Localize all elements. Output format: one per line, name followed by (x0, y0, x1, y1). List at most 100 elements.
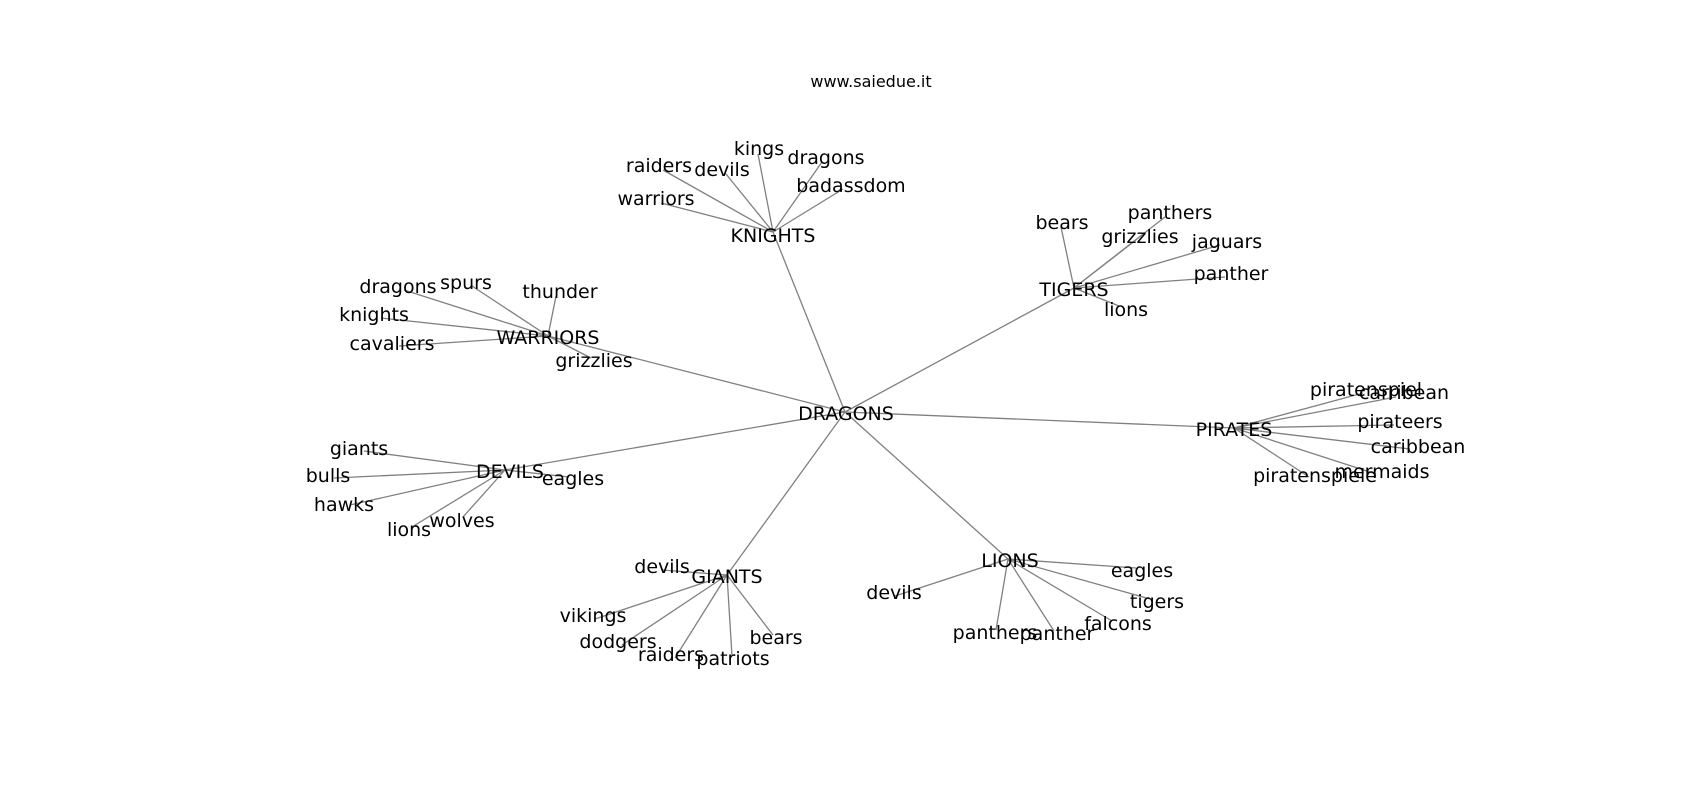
leaf-node-label: vikings (560, 605, 627, 627)
edge-giants-raiders (674, 574, 728, 659)
group-node-label: WARRIORS (497, 327, 600, 349)
root-node-label: DRAGONS (798, 403, 894, 425)
edge-lions-falcons (1007, 558, 1113, 622)
leaf-node-label: bears (1035, 212, 1088, 234)
leaf-node-label: jaguars (1191, 231, 1262, 253)
leaf-node-label: tigers (1130, 591, 1184, 613)
edge-knights-warriors (660, 202, 774, 233)
leaf-node-label: grizzlies (1101, 226, 1178, 248)
edge-layer (333, 153, 1411, 659)
leaf-node-label: badassdom (796, 175, 905, 197)
edge-tigers-jaguars (1073, 244, 1221, 289)
leaf-node-label: bulls (306, 465, 351, 487)
edge-giants-dodgers (621, 574, 728, 646)
leaf-node-label: eagles (542, 468, 604, 490)
edge-giants-bears (726, 574, 774, 636)
leaf-node-label: knights (339, 304, 409, 326)
group-node-label: GIANTS (691, 566, 762, 588)
edge-pirates-piratenspiel (1233, 392, 1364, 429)
leaf-node-label: thunder (522, 281, 597, 303)
edge-pirates-pirateers (1233, 424, 1395, 429)
edge-devils-bulls (333, 469, 506, 479)
group-node-label: DEVILS (476, 461, 544, 483)
edge-warriors-dragons (403, 289, 549, 337)
edge-root-pirates (844, 411, 1235, 429)
group-node-label: TIGERS (1038, 279, 1108, 301)
leaf-node-label: spurs (440, 272, 492, 294)
leaf-node-label: hawks (314, 494, 374, 516)
edge-tigers-grizzlies (1073, 239, 1137, 289)
leaf-node-label: eagles (1111, 560, 1173, 582)
leaf-node-label: bears (749, 627, 802, 649)
site-title: www.saiedue.it (810, 72, 932, 91)
leaf-node-label: dodgers (579, 631, 656, 653)
leaf-node-label: wolves (429, 510, 494, 532)
leaf-node-label: panthers (1128, 202, 1213, 224)
group-node-label: KNIGHTS (731, 225, 816, 247)
leaf-node-label: grizzlies (555, 350, 632, 372)
edge-giants-devils (661, 569, 728, 576)
edge-warriors-grizzlies (547, 335, 592, 359)
edge-knights-dragons (772, 161, 823, 233)
edge-pirates-piratenspiele (1233, 427, 1310, 478)
edge-tigers-lions (1073, 287, 1120, 307)
edge-knights-badassdom (772, 188, 844, 233)
edge-root-tigers (844, 287, 1075, 413)
group-node-label: PIRATES (1196, 419, 1273, 441)
edge-lions-eagles (1007, 558, 1137, 569)
edge-devils-eagles (504, 469, 570, 478)
leaf-node-label: falcons (1084, 613, 1152, 635)
edge-knights-raiders (662, 169, 774, 233)
leaf-node-label: lions (1104, 299, 1148, 321)
edge-lions-tigers (1007, 558, 1151, 600)
leaf-node-label: kings (734, 138, 784, 160)
group-node-label: LIONS (981, 550, 1038, 572)
edge-root-devils (504, 411, 846, 471)
leaf-node-label: devils (634, 556, 689, 578)
edge-warriors-knights (380, 317, 549, 337)
leaf-node-label: raiders (638, 644, 704, 666)
leaf-node-label: devils (866, 582, 921, 604)
edge-devils-giants (363, 450, 506, 471)
leaf-node-label: panther (1194, 263, 1269, 285)
edge-root-lions (844, 411, 1009, 560)
leaf-node-label: mermaids (1334, 461, 1429, 483)
edge-giants-patriots (726, 574, 733, 657)
edge-pirates-caribbean (1233, 427, 1411, 450)
leaf-node-label: dragons (787, 147, 864, 169)
leaf-node-label: lions (387, 519, 431, 541)
edge-root-warriors (547, 335, 846, 413)
edge-warriors-spurs (471, 285, 549, 337)
edge-root-knights (772, 231, 846, 413)
edge-lions-panthers (995, 558, 1009, 631)
leaf-node-label: pirateers (1357, 411, 1442, 433)
edge-tigers-bears (1060, 226, 1075, 289)
edge-pirates-mermaids (1233, 427, 1377, 475)
leaf-node-label: giants (330, 438, 388, 460)
leaf-node-label: patriots (696, 648, 769, 670)
edge-lions-devils (894, 558, 1009, 597)
edge-pirates-carribean (1233, 396, 1397, 429)
edge-warriors-cavaliers (398, 335, 549, 347)
leaf-node-label: warriors (617, 188, 694, 210)
edge-warriors-thunder (547, 295, 557, 337)
leaf-node-label: raiders (626, 155, 692, 177)
leaf-node-label: piratenspiel (1310, 379, 1422, 401)
edge-lions-panther (1007, 558, 1055, 632)
edge-knights-devils (725, 173, 774, 233)
edge-giants-vikings (594, 574, 728, 620)
leaf-node-label: caribbean (1371, 436, 1466, 458)
edge-knights-kings (757, 153, 774, 233)
edge-tigers-panther (1073, 276, 1226, 289)
leaf-node-label: carribean (1359, 382, 1449, 404)
leaf-node-label: panthers (953, 622, 1038, 644)
edge-devils-hawks (349, 469, 506, 506)
edge-root-giants (726, 411, 846, 576)
leaf-node-label: panther (1020, 623, 1095, 645)
edge-devils-wolves (462, 469, 506, 518)
leaf-node-label: cavaliers (350, 333, 435, 355)
edge-devils-lions (411, 469, 506, 528)
leaf-node-label: devils (694, 159, 749, 181)
